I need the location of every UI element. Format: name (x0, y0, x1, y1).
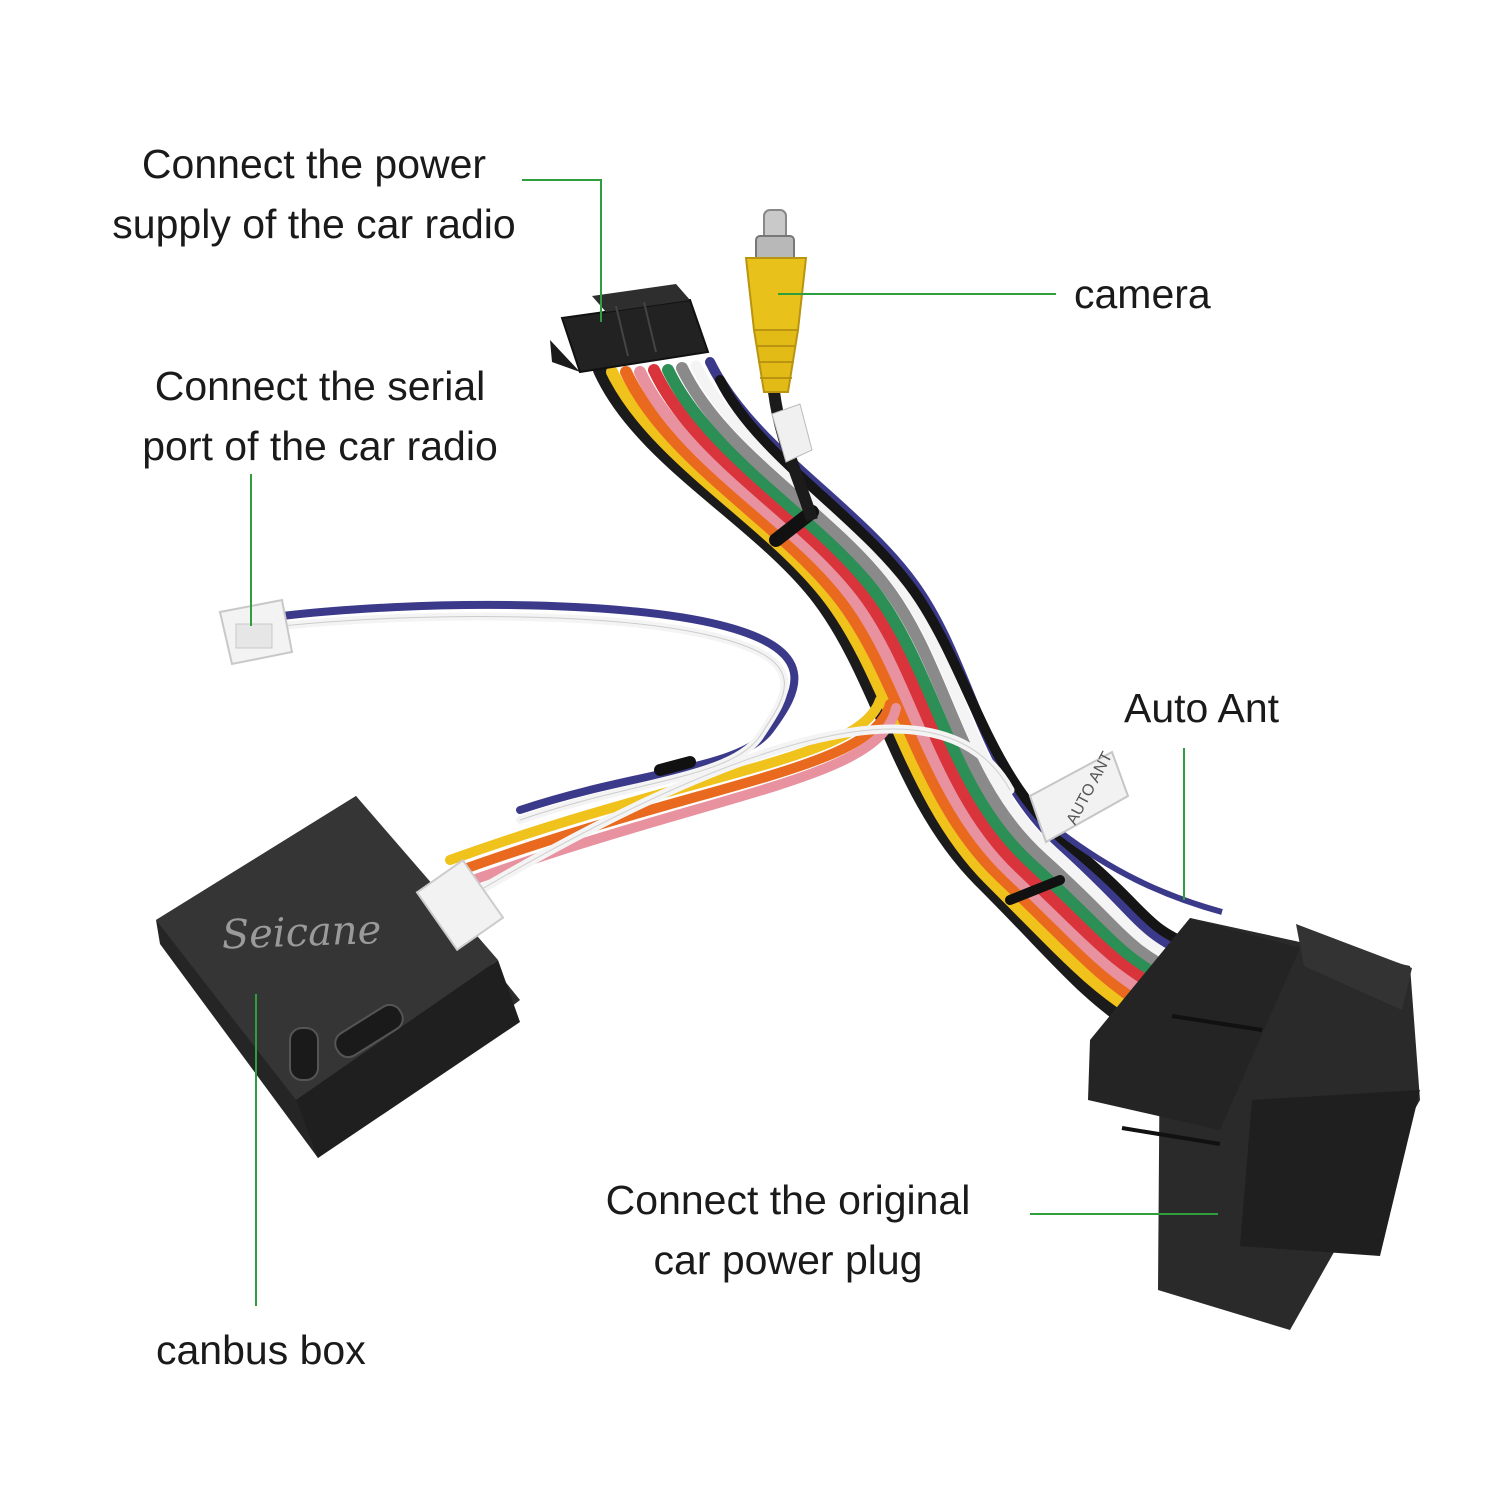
label-power-supply: Connect the power supply of the car radi… (84, 134, 544, 254)
leader-lines (250, 179, 1218, 1306)
label-auto-ant: Auto Ant (1124, 685, 1280, 731)
main-wire-bundle (593, 357, 1197, 1037)
original-car-power-plug (1088, 918, 1420, 1330)
serial-port-plug (218, 598, 294, 666)
label-canbus-box: canbus box (156, 1327, 366, 1373)
label-original-plug-line-1: Connect the original (605, 1177, 971, 1223)
label-power-supply-line-2: supply of the car radio (112, 201, 516, 247)
canbus-box: Seicane (156, 796, 520, 1158)
label-camera: camera (1074, 271, 1211, 317)
rca-camera-lead (744, 209, 818, 522)
auto-ant-lead: AUTO ANT (1028, 749, 1223, 915)
head-unit-connector (550, 284, 710, 374)
label-original-plug: Connect the original car power plug (578, 1170, 998, 1290)
label-original-plug-line-2: car power plug (653, 1237, 923, 1283)
leader-power-supply (522, 179, 602, 322)
label-serial-port-line-1: Connect the serial (154, 363, 486, 409)
label-serial-port: Connect the serial port of the car radio (116, 356, 524, 476)
brand-logo: Seicane (221, 907, 382, 959)
label-serial-port-line-2: port of the car radio (142, 423, 498, 469)
canbus-box-wires (445, 695, 1015, 901)
label-power-supply-line-1: Connect the power (141, 141, 487, 187)
